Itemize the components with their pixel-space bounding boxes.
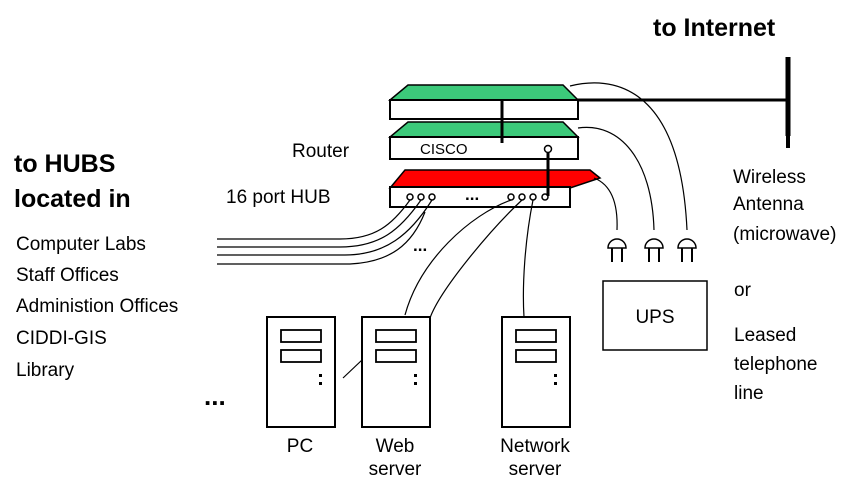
web-server-led [414, 374, 417, 377]
server-cables [342, 199, 534, 379]
network-server-label-1: Network [500, 436, 570, 457]
hub-body [389, 186, 571, 208]
hub-port [406, 193, 414, 201]
network-server [501, 316, 571, 428]
ups-label: UPS [635, 307, 674, 328]
location-item: CIDDI-GIS [16, 328, 107, 349]
network-server-led [554, 374, 557, 377]
network-server-led [554, 382, 557, 385]
network-server-drive [515, 349, 557, 363]
location-item: Administion Offices [16, 296, 178, 317]
router-body [389, 136, 579, 160]
hub-label: 16 port HUB [226, 187, 331, 208]
router: CISCO Router [292, 121, 580, 162]
hub-port [529, 193, 537, 201]
router-label: Router [292, 141, 350, 162]
router-lid [387, 121, 580, 138]
plug-icon [644, 238, 664, 262]
connection-options: Wireless Antenna (microwave) or Leased t… [733, 167, 836, 404]
or-label: or [734, 280, 752, 301]
hub: ... 16 port HUB [226, 169, 602, 208]
hub-port [518, 193, 526, 201]
cable [217, 211, 426, 265]
web-server-led [414, 382, 417, 385]
hub-ellipsis: ... [465, 185, 479, 204]
web-server-drive [375, 329, 417, 343]
pc-drive [280, 329, 322, 343]
network-server-drive [515, 329, 557, 343]
power-cord [569, 82, 688, 231]
hub-port [428, 193, 436, 201]
power-cord [593, 177, 618, 231]
router-port [543, 144, 553, 154]
pc-ellipsis: ... [204, 381, 226, 411]
pc-drive [280, 349, 322, 363]
wireless-line-1: Wireless [733, 167, 806, 188]
hub-port [417, 193, 425, 201]
pc-led [319, 374, 322, 377]
location-item: Computer Labs [16, 234, 146, 255]
router-brand: CISCO [420, 141, 468, 158]
location-item: Staff Offices [16, 265, 119, 286]
web-server-label-1: Web [376, 436, 415, 457]
leased-line-1: Leased [734, 325, 796, 346]
cable [522, 199, 534, 318]
cable [217, 199, 433, 256]
pc [266, 316, 336, 428]
located-in-heading: located in [14, 185, 131, 213]
top-device-lid [387, 84, 580, 101]
hub-lid [388, 169, 602, 189]
pc-led [319, 382, 322, 385]
ups: UPS [602, 280, 708, 351]
pc-label: PC [287, 436, 313, 457]
wireless-line-2: Antenna [733, 194, 804, 215]
cable [342, 359, 363, 379]
plug-icon [607, 238, 627, 262]
top-device-body [389, 99, 579, 120]
to-internet-heading: to Internet [653, 14, 776, 42]
web-server [361, 316, 431, 428]
power-plugs [607, 238, 697, 262]
top-device [387, 84, 580, 120]
web-server-drive [375, 349, 417, 363]
hub-port [507, 193, 515, 201]
cable [217, 199, 422, 248]
web-server-label-2: server [369, 459, 422, 480]
leased-line-3: line [734, 383, 764, 404]
power-cord [577, 126, 655, 231]
network-server-label-2: server [509, 459, 562, 480]
cable [429, 199, 523, 319]
cable [217, 199, 411, 240]
location-cables [217, 199, 433, 265]
wireless-line-3: (microwave) [733, 224, 836, 245]
hub-locations: Computer Labs Staff Offices Administion … [16, 234, 178, 381]
ups-box [602, 280, 708, 351]
to-hubs-heading: to HUBS [14, 150, 115, 178]
power-cords [569, 82, 688, 231]
location-item: Library [16, 360, 75, 381]
cable [404, 199, 512, 316]
cable-ellipsis: ... [413, 236, 427, 255]
plug-icon [677, 238, 697, 262]
leased-line-2: telephone [734, 354, 817, 375]
